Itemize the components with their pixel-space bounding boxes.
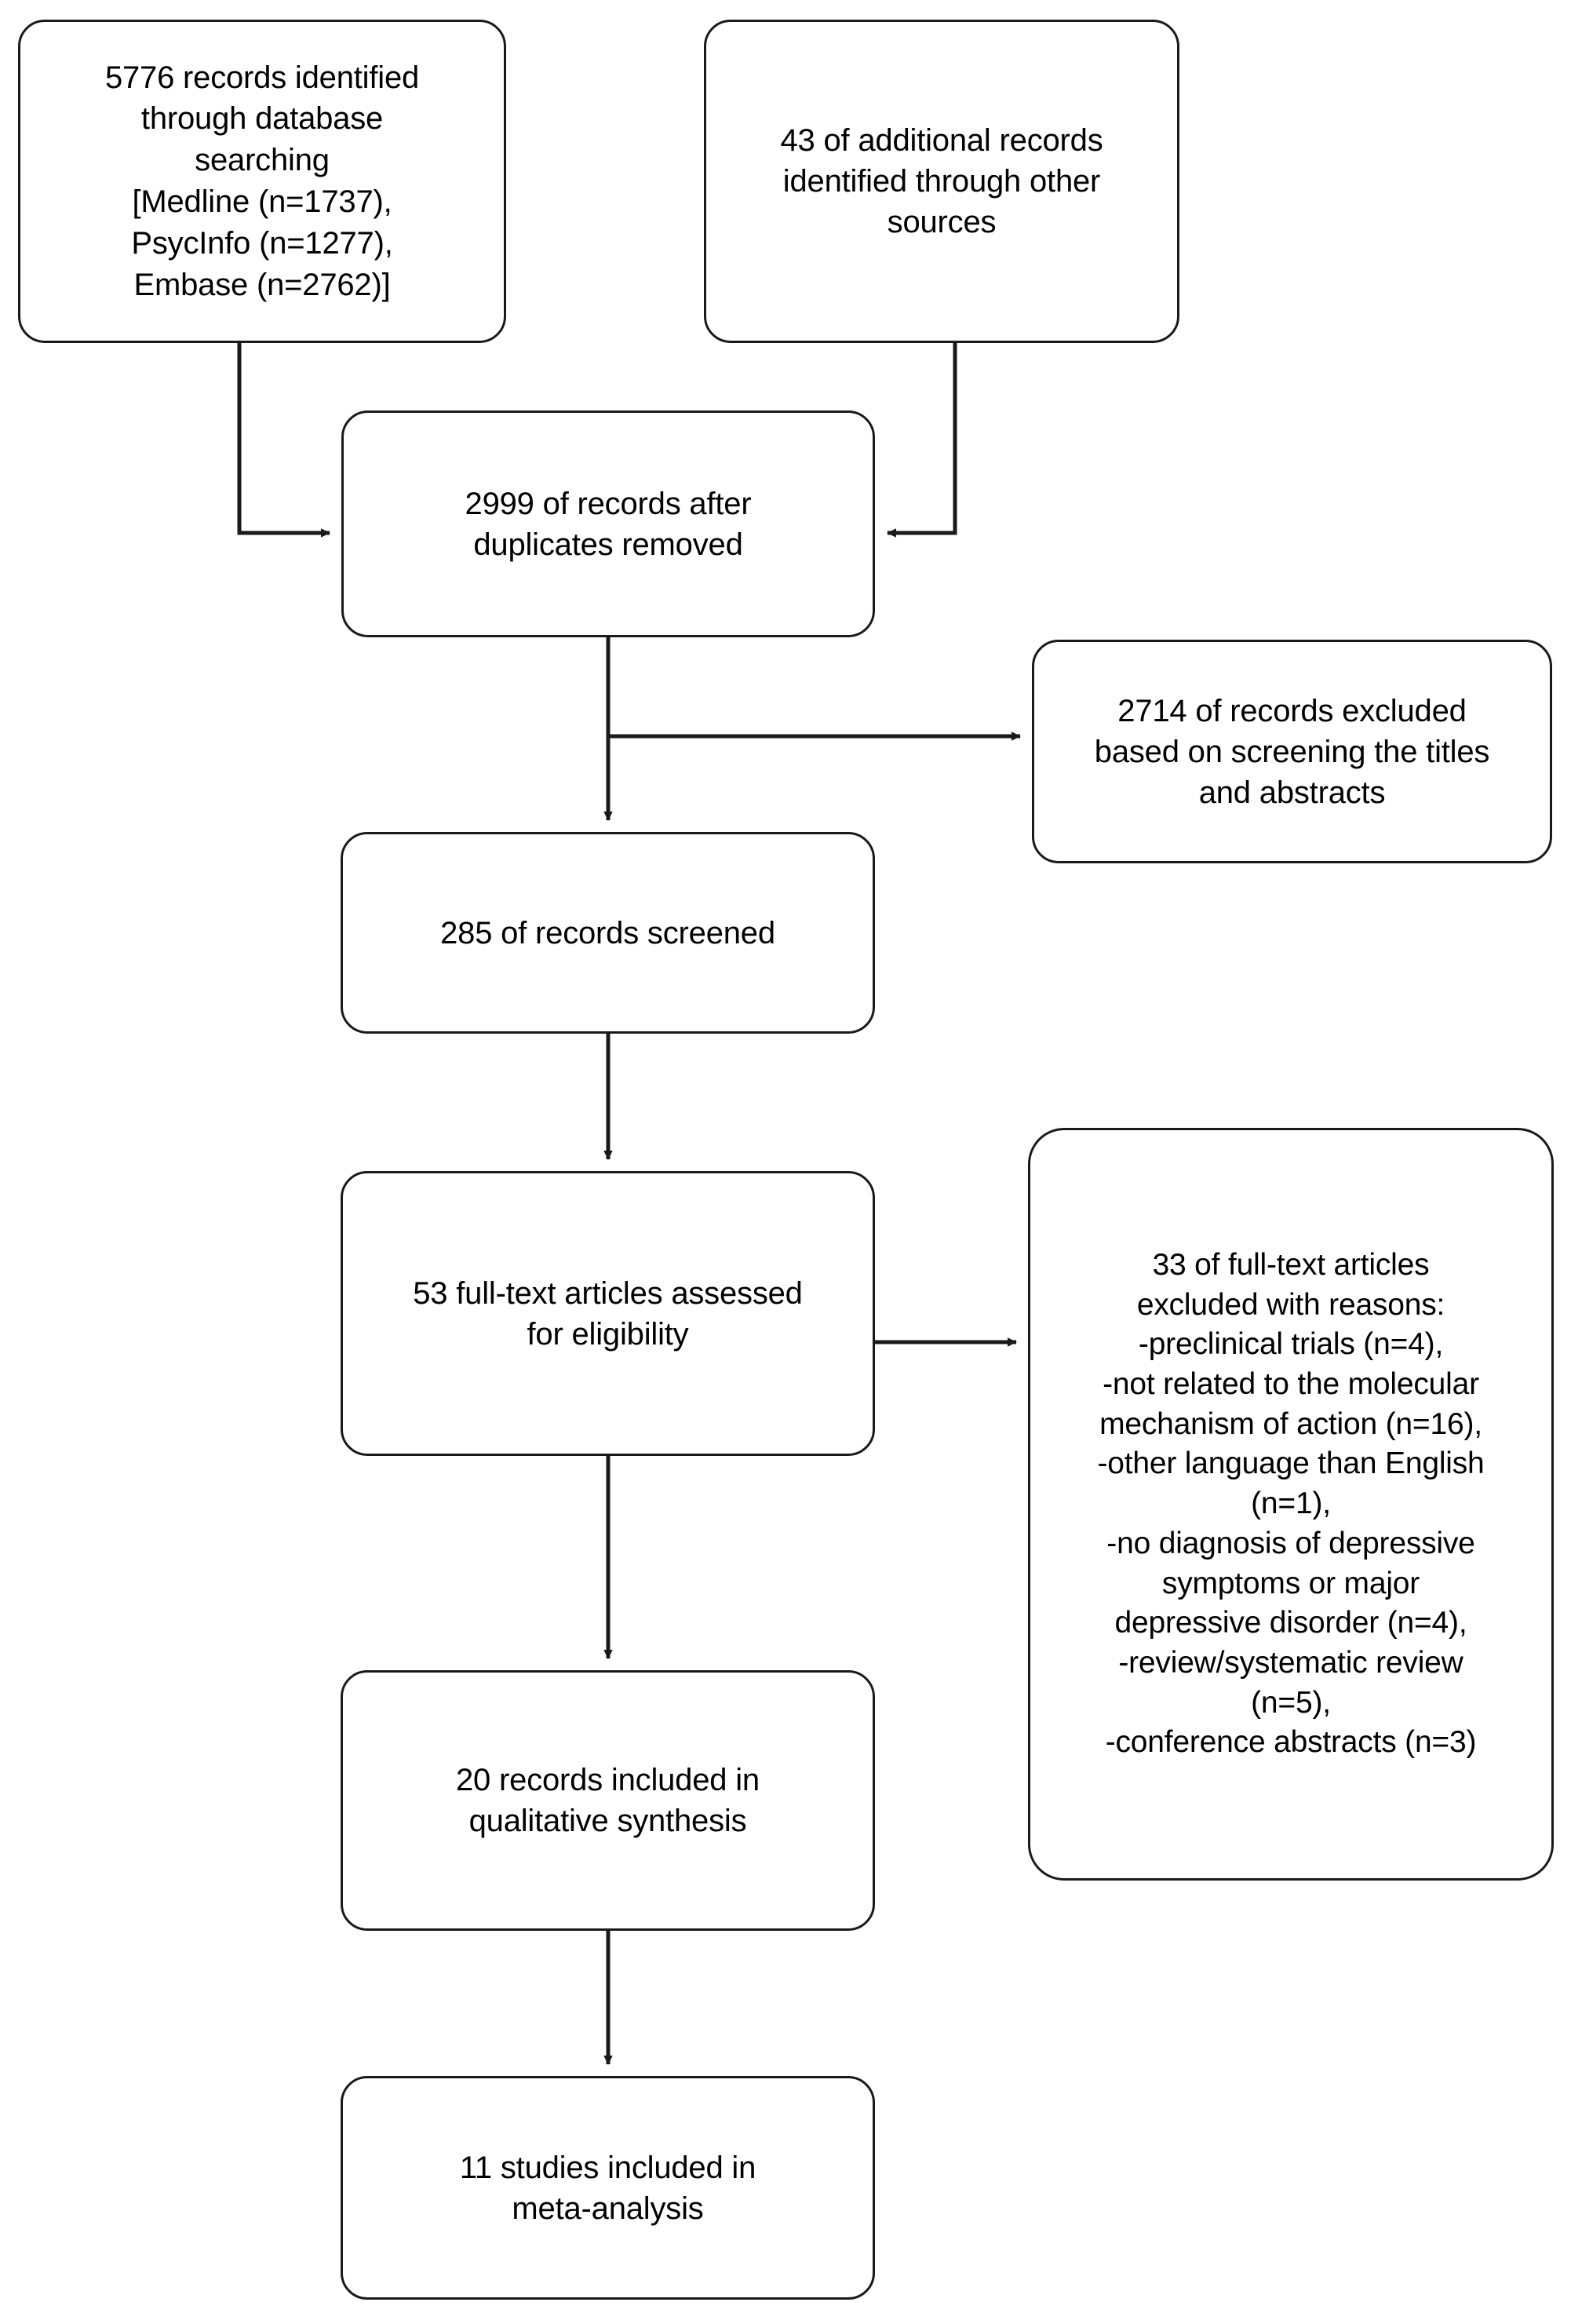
node-after-duplicates-text: 2999 of records after duplicates removed — [465, 486, 752, 562]
node-meta-analysis-text: 11 studies included in meta-analysis — [459, 2150, 756, 2226]
edge-identified-other-to-after-duplicates — [887, 343, 957, 538]
node-records-screened: 285 of records screened — [341, 832, 875, 1034]
node-identified-db-text: 5776 records identified through database… — [104, 60, 420, 302]
node-excluded-reasons-text: 33 of full-text articles excluded with r… — [1097, 1248, 1485, 1760]
node-full-text-articles-excluded-with-reasons: 33 of full-text articles excluded with r… — [1028, 1128, 1554, 1881]
node-screened-text: 285 of records screened — [440, 915, 775, 950]
edge-identified-db-to-after-duplicates — [237, 343, 330, 538]
node-records-excluded-based-on-screening: 2714 of records excluded based on screen… — [1032, 640, 1552, 863]
node-identified-other-text: 43 of additional records identified thro… — [780, 123, 1103, 239]
node-additional-records-identified-through-other-sources: 43 of additional records identified thro… — [704, 20, 1179, 343]
node-studies-included-in-meta-analysis: 11 studies included in meta-analysis — [341, 2076, 875, 2300]
node-excluded-screening-text: 2714 of records excluded based on screen… — [1094, 693, 1490, 810]
node-records-after-duplicates-removed: 2999 of records after duplicates removed — [341, 410, 875, 637]
node-records-included-in-qualitative-synthesis: 20 records included in qualitative synth… — [341, 1670, 875, 1931]
node-qualitative-text: 20 records included in qualitative synth… — [456, 1763, 760, 1838]
node-fulltext-assessed-text: 53 full-text articles assessed for eligi… — [413, 1275, 803, 1352]
node-full-text-articles-assessed-for-eligibility: 53 full-text articles assessed for eligi… — [341, 1171, 875, 1456]
node-records-identified-through-database-searching: 5776 records identified through database… — [18, 20, 506, 343]
